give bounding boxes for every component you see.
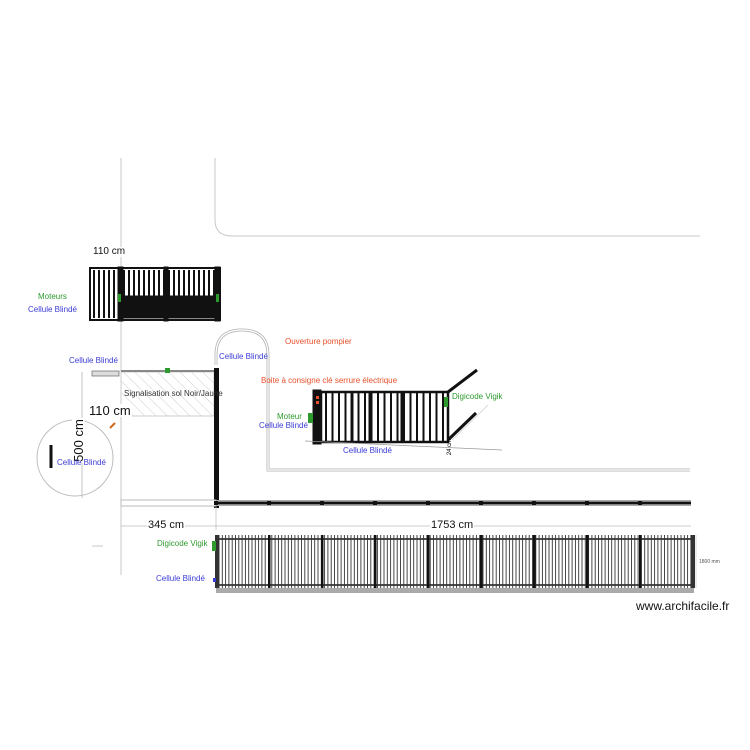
- rail-post: [214, 501, 218, 505]
- dimension-345: 345 cm: [147, 519, 186, 531]
- top-gate: [89, 266, 221, 322]
- sliding-gate: [304, 368, 503, 451]
- watermark: www.archifacile.fr: [636, 599, 730, 613]
- fence-post: [427, 535, 430, 588]
- gap-dimension: 24 cm: [447, 438, 454, 456]
- dimension-1753: 1753 cm: [430, 519, 475, 531]
- fence-post: [586, 535, 589, 588]
- small-barrier: [91, 370, 120, 377]
- fence-height-dimension: 1800 mm: [699, 559, 720, 565]
- fence-post: [268, 535, 271, 588]
- rail-post: [585, 501, 589, 505]
- cellule-label: Cellule Blindé: [156, 574, 205, 583]
- rail-post: [638, 501, 642, 505]
- cellule-label: Cellule Blindé: [259, 421, 308, 430]
- moteurs-label: Moteurs: [38, 292, 67, 301]
- cellule-label: Cellule Blindé: [343, 446, 392, 455]
- cellule-label: Cellule Blindé: [28, 305, 77, 314]
- hatched-ground-marking: [120, 371, 215, 417]
- vertical-rail: [214, 368, 219, 508]
- fence-post: [533, 535, 536, 588]
- fence-post: [639, 535, 642, 588]
- cellule-label: Cellule Blindé: [219, 352, 268, 361]
- rail-post: [320, 501, 324, 505]
- fence-post: [480, 535, 483, 588]
- cellule-label: Cellule Blindé: [57, 458, 106, 467]
- signalisation-label: Signalisation sol Noir/Jaune: [124, 389, 223, 398]
- digicode-label: Digicode Vigik: [452, 392, 503, 401]
- fence-elevation: [215, 535, 697, 593]
- fire-opening-label: Ouverture pompier: [285, 337, 352, 346]
- motor-marker: [216, 294, 219, 302]
- radius-dimension: 500 cm: [70, 418, 86, 463]
- left-width-dimension: 110 cm: [88, 403, 132, 418]
- fence-post: [374, 535, 377, 588]
- moteur-label: Moteur: [277, 412, 302, 421]
- top-gate-width-dimension: 110 cm: [92, 246, 127, 257]
- rail-post: [479, 501, 483, 505]
- rail-post: [426, 501, 430, 505]
- fence-post: [321, 535, 324, 588]
- rail-post: [267, 501, 271, 505]
- rail-post: [532, 501, 536, 505]
- cellule-label: Cellule Blindé: [69, 356, 118, 365]
- motor-marker: [118, 294, 121, 302]
- road-outline: [92, 158, 700, 575]
- key-box-label: Boite à consigne clé serrure électrique: [261, 376, 398, 385]
- rail-post: [373, 501, 377, 505]
- digicode-label: Digicode Vigik: [157, 539, 208, 548]
